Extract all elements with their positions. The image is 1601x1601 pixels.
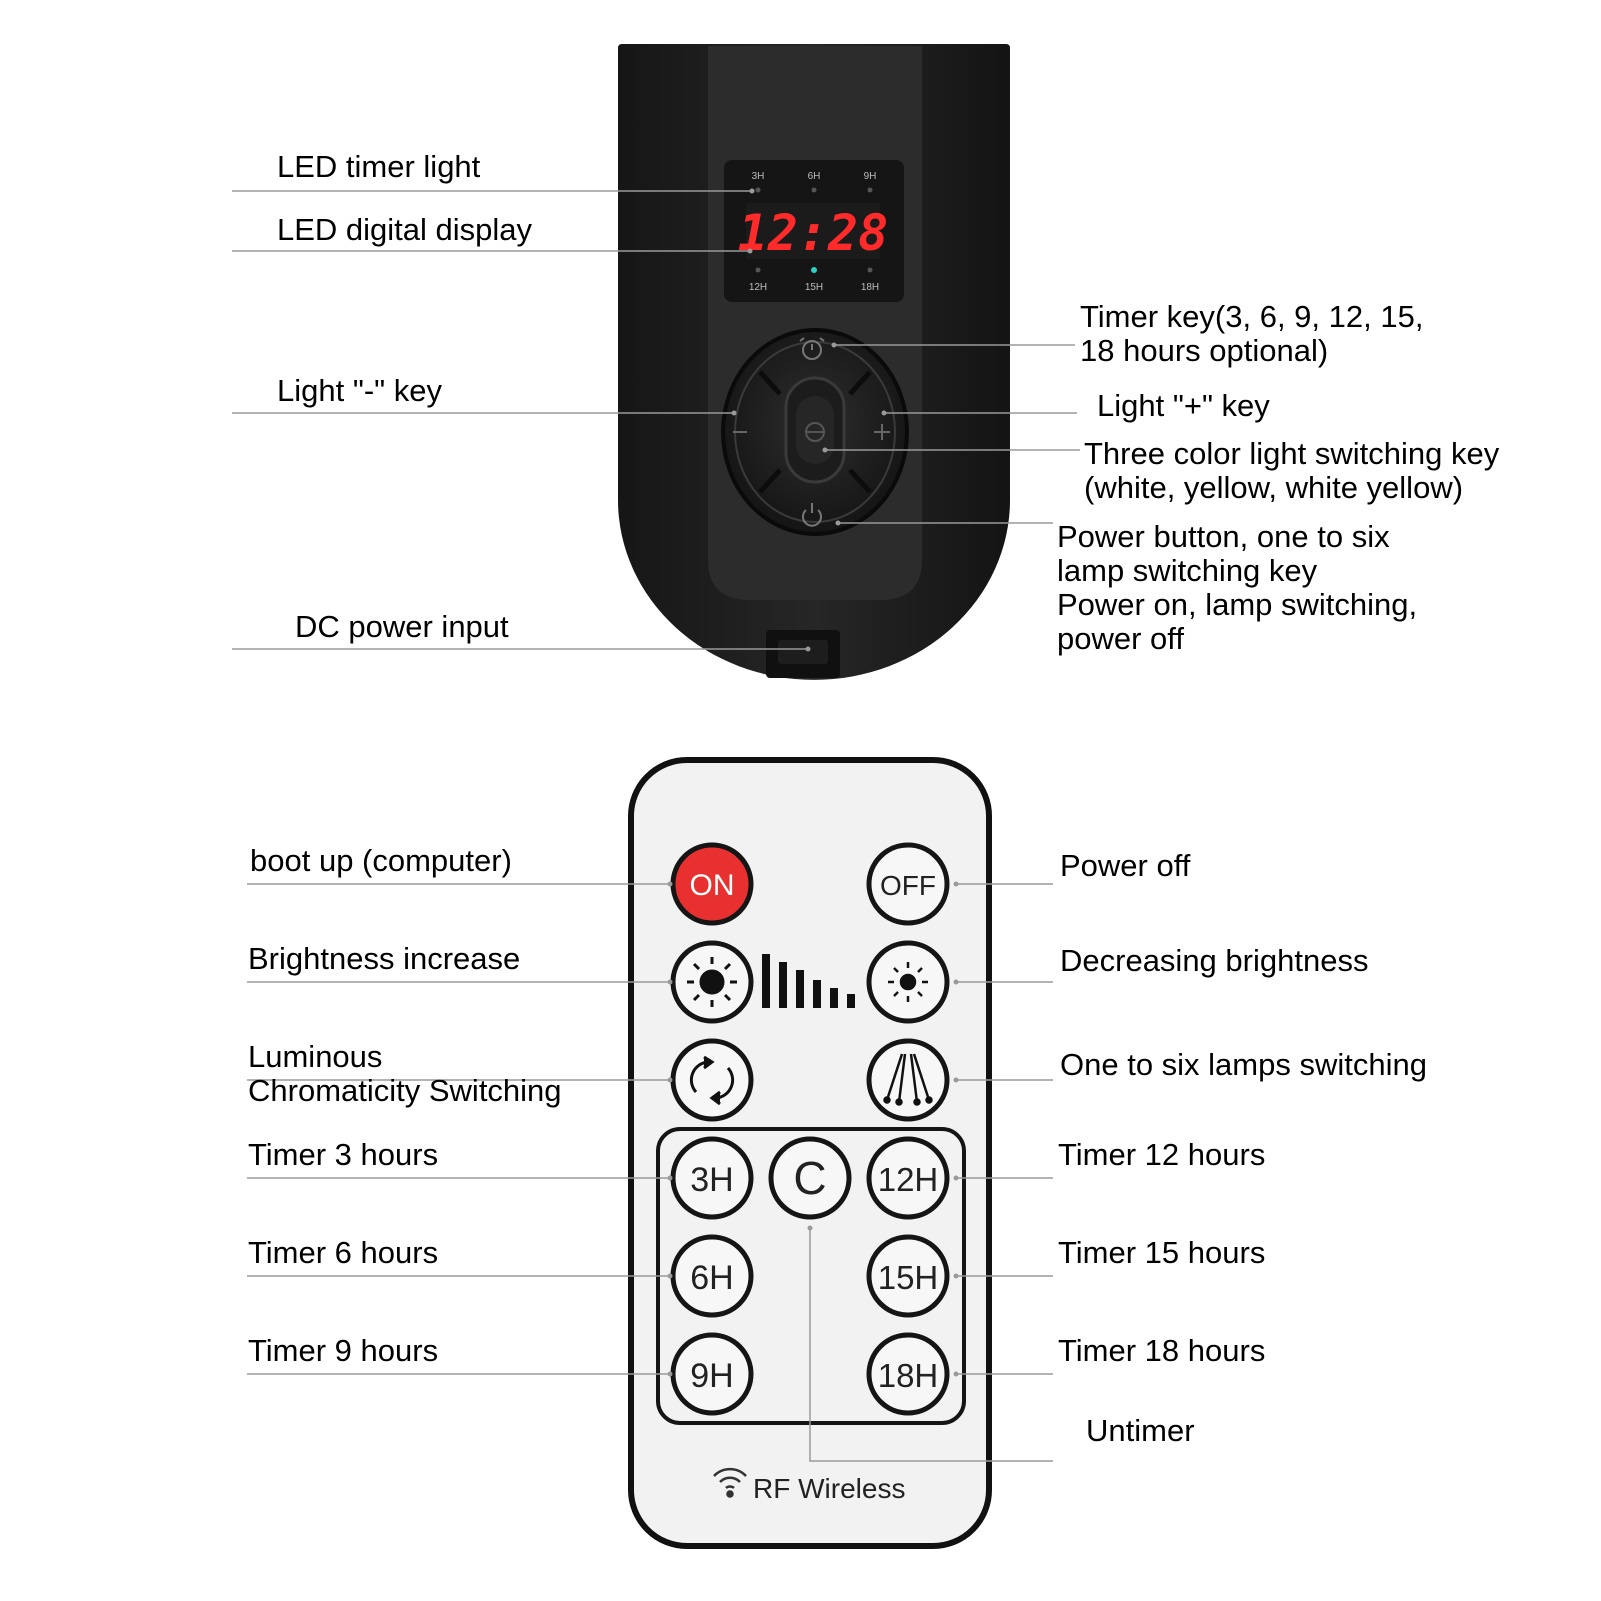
- color-swap-icon: [805, 422, 825, 442]
- led-time-readout: 12:28: [738, 204, 889, 262]
- rf-remote: ON OFF: [628, 757, 992, 1549]
- label-chromaticity: Luminous Chromaticity Switching: [248, 1039, 562, 1108]
- label-timer-key: Timer key(3, 6, 9, 12, 15, 18 hours opti…: [1080, 299, 1424, 368]
- lamps-switch-button[interactable]: [866, 1038, 950, 1122]
- timer-6h-button[interactable]: [670, 1234, 754, 1318]
- sun-large-icon: [687, 957, 737, 1007]
- timer-mark-9h: 9H: [864, 171, 877, 182]
- timer-18h-label: 18H: [878, 1357, 939, 1394]
- label-timer-12h: Timer 12 hours: [1058, 1137, 1266, 1172]
- on-button[interactable]: [670, 842, 754, 926]
- timer-mark-15h: 15H: [805, 282, 823, 293]
- power-icon: [802, 503, 822, 527]
- remote-leader-lines: [247, 883, 1053, 1462]
- timer-led-dot: [867, 267, 873, 273]
- timer-led-dot: [755, 267, 761, 273]
- untimer-button-label: C: [793, 1152, 826, 1204]
- untimer-button[interactable]: [768, 1136, 852, 1220]
- timer-mark-3h: 3H: [752, 171, 765, 182]
- rotate-arrows-icon: [689, 1055, 735, 1106]
- label-dc-power-input: DC power input: [295, 609, 509, 644]
- brightness-bars-icon: [762, 954, 855, 1008]
- label-decreasing-brightness: Decreasing brightness: [1060, 943, 1369, 978]
- timer-15h-label: 15H: [878, 1259, 939, 1296]
- label-timer-6h: Timer 6 hours: [248, 1235, 439, 1270]
- sun-small-icon: [888, 962, 928, 1002]
- label-timer-3h: Timer 3 hours: [248, 1137, 439, 1172]
- timer-18h-button[interactable]: [866, 1332, 950, 1416]
- timer-9h-button[interactable]: [670, 1332, 754, 1416]
- label-led-digital-display: LED digital display: [277, 212, 533, 247]
- label-light-minus-key: Light "-" key: [277, 373, 443, 408]
- controller-leader-lines: [232, 190, 1080, 650]
- label-three-color-key: Three color light switching key (white, …: [1084, 436, 1500, 505]
- controller-device: 3H 6H 9H 12H 15H 18H 12:28: [618, 44, 1010, 680]
- timer-12h-label: 12H: [878, 1161, 939, 1198]
- light-rays-icon: [883, 1053, 933, 1106]
- timer-3h-label: 3H: [690, 1161, 733, 1199]
- label-brightness-increase: Brightness increase: [248, 941, 521, 976]
- label-led-timer-light: LED timer light: [277, 149, 481, 184]
- timer-9h-label: 9H: [690, 1357, 733, 1395]
- label-power-off: Power off: [1060, 848, 1191, 883]
- off-button-label: OFF: [880, 870, 936, 901]
- timer-led-dot: [811, 187, 817, 193]
- label-boot-up: boot up (computer): [250, 843, 512, 878]
- timer-12h-button[interactable]: [866, 1136, 950, 1220]
- wifi-icon: [713, 1467, 747, 1498]
- label-untimer: Untimer: [1086, 1413, 1195, 1448]
- label-timer-18h: Timer 18 hours: [1058, 1333, 1266, 1368]
- label-light-plus-key: Light "+" key: [1097, 388, 1270, 423]
- timer-led-dot: [755, 187, 761, 193]
- chromaticity-button[interactable]: [670, 1038, 754, 1122]
- label-timer-9h: Timer 9 hours: [248, 1333, 439, 1368]
- off-button[interactable]: [866, 842, 950, 926]
- label-power-button: Power button, one to six lamp switching …: [1057, 519, 1418, 656]
- label-timer-15h: Timer 15 hours: [1058, 1235, 1266, 1270]
- controller-dpad[interactable]: [721, 328, 909, 536]
- timer-3h-button[interactable]: [670, 1136, 754, 1220]
- rf-wireless-label: RF Wireless: [753, 1473, 905, 1504]
- digit-backplate: [746, 203, 880, 259]
- timer-led-dot-active: [811, 267, 817, 273]
- on-button-label: ON: [690, 869, 735, 902]
- timer-mark-6h: 6H: [808, 171, 821, 182]
- timer-15h-button[interactable]: [866, 1234, 950, 1318]
- label-lamps-switching: One to six lamps switching: [1060, 1047, 1427, 1082]
- timer-led-dot: [867, 187, 873, 193]
- timer-mark-12h: 12H: [749, 282, 767, 293]
- timer-mark-18h: 18H: [861, 282, 879, 293]
- alarm-clock-icon: [799, 337, 825, 360]
- timer-6h-label: 6H: [690, 1259, 733, 1297]
